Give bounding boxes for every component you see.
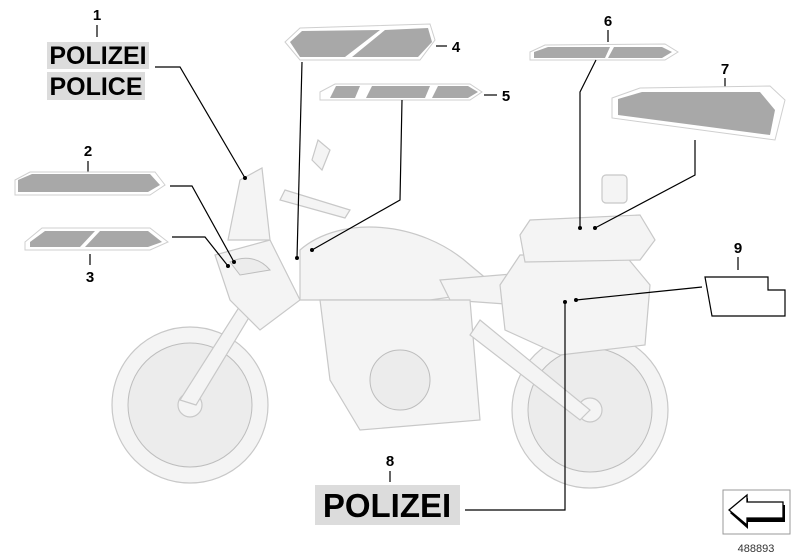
callout-8[interactable]: 8 — [386, 453, 394, 470]
decal-1-line2: POLICE — [49, 73, 142, 101]
decal-5[interactable] — [319, 83, 483, 101]
motorcycle-illustration — [111, 138, 669, 489]
decal-9[interactable] — [704, 276, 786, 317]
decal-3[interactable] — [24, 227, 169, 251]
decal-8-text: POLIZEI — [323, 487, 451, 524]
leader-lines — [155, 59, 703, 511]
decal-7[interactable] — [611, 85, 786, 141]
decal-6[interactable] — [529, 43, 679, 61]
callout-7[interactable]: 7 — [721, 61, 729, 78]
callout-5[interactable]: 5 — [502, 88, 510, 105]
callout-4[interactable]: 4 — [452, 39, 461, 56]
callout-1[interactable]: 1 — [93, 7, 101, 24]
callout-2[interactable]: 2 — [84, 143, 92, 160]
document-number: 488893 — [738, 543, 775, 555]
leader-dots — [226, 176, 597, 304]
callout-3[interactable]: 3 — [86, 269, 94, 286]
decal-1-line1: POLIZEI — [49, 42, 146, 70]
callout-6[interactable]: 6 — [604, 13, 612, 30]
decal-1-polizei-police[interactable]: POLIZEI POLICE — [47, 42, 149, 101]
callout-9[interactable]: 9 — [734, 240, 742, 257]
previous-page-button[interactable] — [722, 489, 791, 535]
decal-4[interactable] — [284, 23, 436, 61]
arrow-left-icon — [727, 493, 785, 529]
decal-8-polizei[interactable]: POLIZEI — [315, 485, 460, 525]
decal-2[interactable] — [14, 171, 166, 196]
